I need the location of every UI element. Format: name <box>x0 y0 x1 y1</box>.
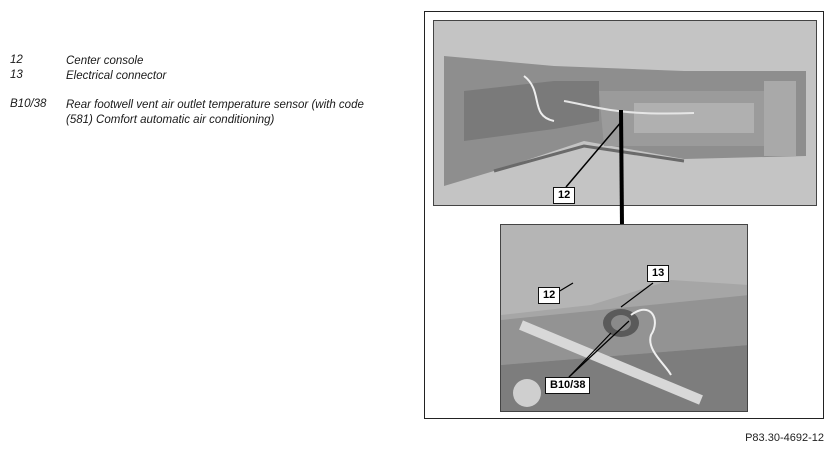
legend-code: 13 <box>10 69 23 81</box>
legend-text: Electrical connector <box>66 70 167 82</box>
figure-frame: 12 12 13 B10/38 <box>424 11 824 419</box>
callout-12: 12 <box>538 287 561 304</box>
callout-b10-38: B10/38 <box>545 377 591 394</box>
figure-id: P83.30-4692-12 <box>745 432 824 444</box>
callout-13: 13 <box>647 265 670 282</box>
center-console-overview-photo: 12 <box>433 20 817 206</box>
legend-text: Center console <box>66 55 144 67</box>
legend-code: 12 <box>10 54 23 66</box>
sensor-detail-photo: 12 13 B10/38 <box>500 224 748 412</box>
legend-code: B10/38 <box>10 98 47 110</box>
sensor-detail-illustration <box>501 225 747 411</box>
center-console-illustration <box>434 21 816 205</box>
callout-12: 12 <box>553 187 576 204</box>
legend-text: Rear footwell vent air outlet temperatur… <box>66 99 364 126</box>
